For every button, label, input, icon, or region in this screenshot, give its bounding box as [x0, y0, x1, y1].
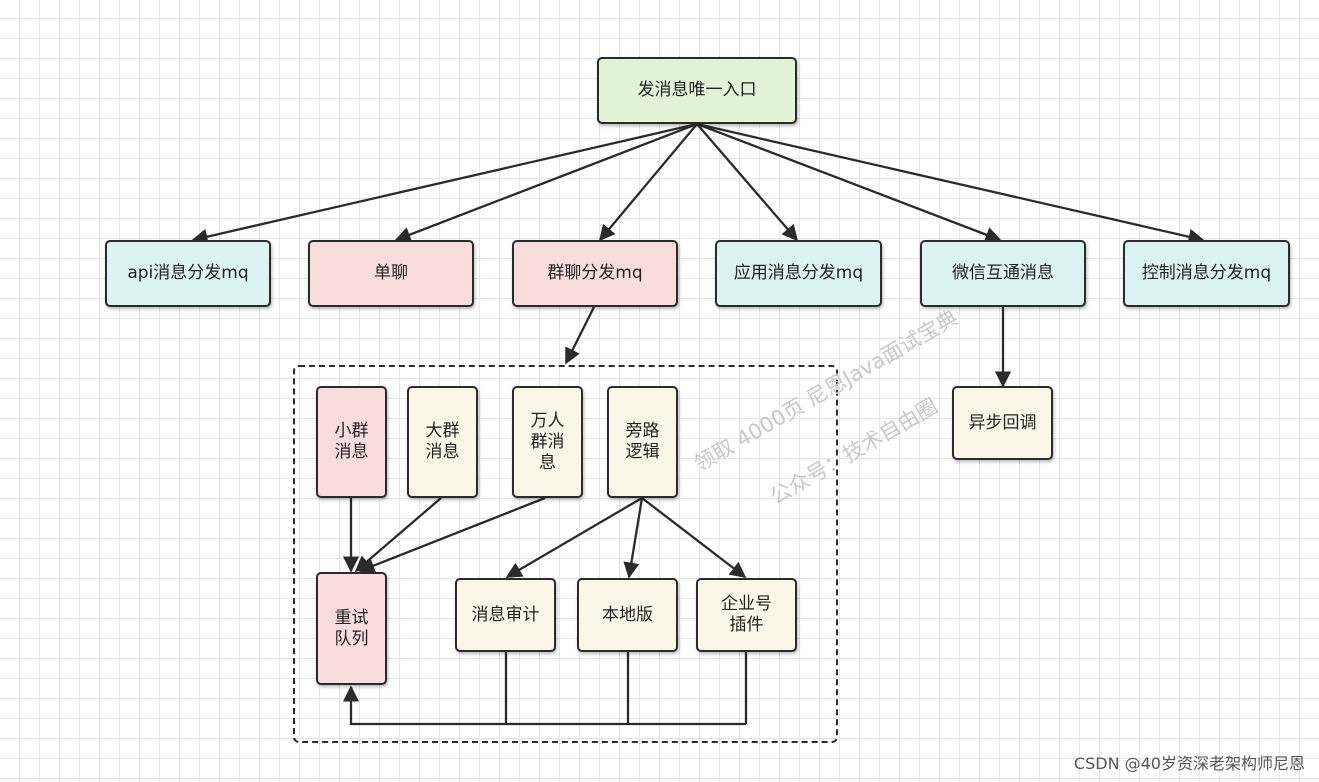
edge-bus-to-retry	[342, 685, 746, 726]
edge-group-to-cluster	[564, 306, 596, 365]
node-message-audit[interactable]: 消息审计	[455, 578, 556, 652]
edge-bypass-to-local	[623, 497, 644, 579]
node-small-group[interactable]: 小群 消息	[316, 386, 387, 498]
edge-huge-to-retry	[358, 496, 546, 574]
node-enterprise-plugin[interactable]: 企业号 插件	[696, 578, 797, 652]
node-retry-queue[interactable]: 重试 队列	[316, 572, 387, 685]
node-entry[interactable]: 发消息唯一入口	[597, 57, 797, 124]
edge-entry-to-wechat	[696, 122, 1002, 243]
footer-credit: CSDN @40岁资深老架构师尼恩	[1073, 754, 1305, 773]
node-app-mq[interactable]: 应用消息分发mq	[715, 240, 882, 307]
edge-entry-to-control	[696, 122, 1205, 245]
node-single-chat[interactable]: 单聊	[308, 240, 474, 307]
edge-entry-to-app	[696, 123, 799, 242]
node-bypass-logic[interactable]: 旁路 逻辑	[607, 386, 678, 498]
edge-entry-to-api	[191, 122, 698, 245]
node-local-edition[interactable]: 本地版	[577, 578, 678, 652]
node-api-mq[interactable]: api消息分发mq	[105, 240, 271, 307]
node-control-mq[interactable]: 控制消息分发mq	[1123, 240, 1290, 307]
group-chat-cluster	[293, 365, 838, 743]
node-huge-group[interactable]: 万人 群消 息	[512, 386, 583, 498]
node-group-chat-mq[interactable]: 群聊分发mq	[512, 240, 678, 307]
node-async-callback[interactable]: 异步回调	[952, 386, 1053, 460]
edge-entry-to-group	[598, 123, 698, 242]
node-big-group[interactable]: 大群 消息	[407, 386, 478, 498]
edge-entry-to-single	[394, 122, 698, 243]
edge-bypass-to-enterprise	[641, 497, 747, 578]
edge-bypass-to-audit	[505, 497, 643, 578]
node-wechat-interop[interactable]: 微信互通消息	[920, 240, 1086, 307]
